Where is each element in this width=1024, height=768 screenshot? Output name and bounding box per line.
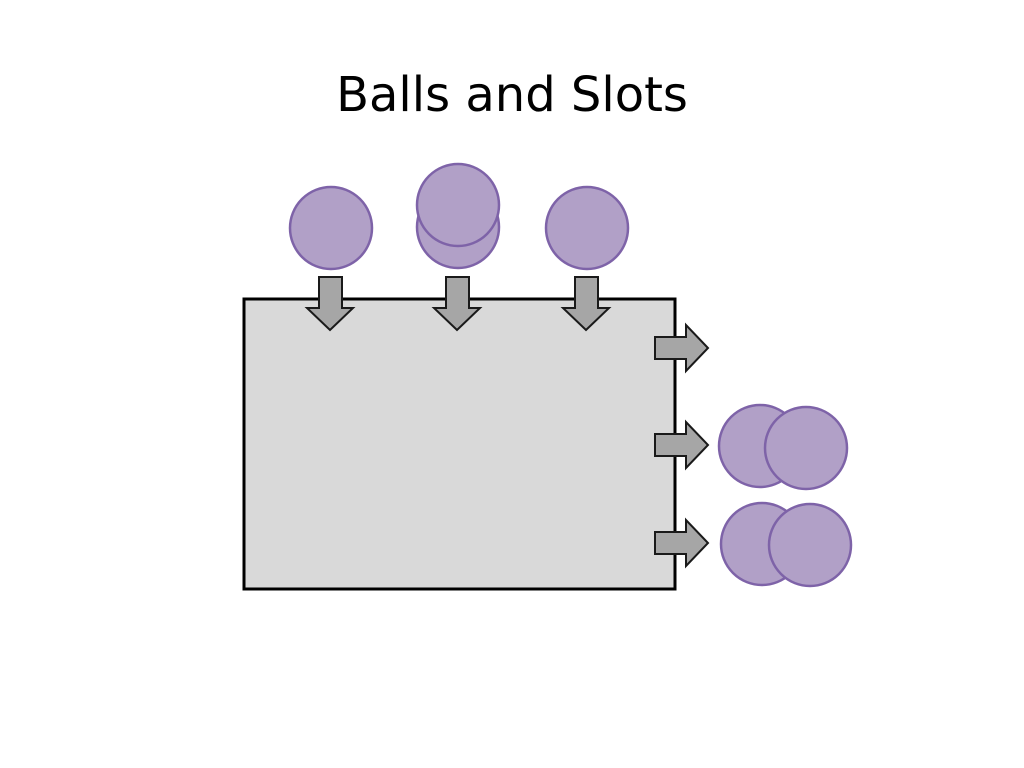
output-ball-3b <box>767 502 853 588</box>
output-arrow-3 <box>654 517 710 569</box>
arrow-right-icon <box>654 322 710 374</box>
arrow-right-icon <box>654 517 710 569</box>
input-arrow-1 <box>304 276 356 332</box>
slide-title: Balls and Slots <box>336 67 688 123</box>
output-ball-2b <box>763 405 849 491</box>
input-arrow-2 <box>431 276 483 332</box>
input-arrow-3 <box>560 276 612 332</box>
arrow-down-icon <box>304 276 356 332</box>
slot-box <box>242 297 677 591</box>
input-ball-3 <box>544 185 630 271</box>
output-arrow-1 <box>654 322 710 374</box>
arrow-down-icon <box>560 276 612 332</box>
arrow-down-icon <box>431 276 483 332</box>
input-ball-1 <box>288 185 374 271</box>
output-arrow-2 <box>654 419 710 471</box>
arrow-right-icon <box>654 419 710 471</box>
input-ball-2-front <box>415 162 501 248</box>
